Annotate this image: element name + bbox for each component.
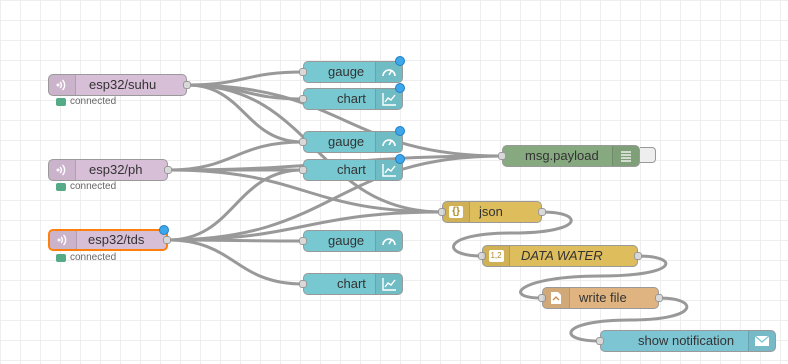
input-port[interactable]: [299, 68, 307, 76]
changed-indicator: [159, 225, 169, 235]
wifi-signal-icon: [50, 231, 77, 249]
wire: [167, 238, 304, 286]
gauge-node[interactable]: gauge: [299, 126, 405, 153]
chart-node[interactable]: chart: [299, 273, 403, 295]
write-file-node[interactable]: write file: [538, 287, 663, 309]
status-indicator: [56, 98, 66, 106]
node-label: write file: [579, 290, 627, 305]
status-indicator: [56, 254, 66, 262]
node-label: chart: [337, 162, 366, 177]
mqtt-in-node-esp32-tds[interactable]: esp32/tds: [48, 225, 171, 251]
json-node[interactable]: {} json: [438, 201, 546, 223]
status-indicator: [56, 183, 66, 191]
input-port[interactable]: [299, 237, 307, 245]
node-label: chart: [337, 276, 366, 291]
input-port[interactable]: [299, 166, 307, 174]
wifi-signal-icon: [49, 75, 76, 95]
changed-indicator: [395, 126, 405, 136]
input-port[interactable]: [438, 208, 446, 216]
output-port[interactable]: [538, 208, 546, 216]
input-port[interactable]: [596, 337, 604, 345]
gauge-icon: [375, 132, 402, 152]
wire: [167, 210, 443, 242]
gauge-node[interactable]: gauge: [299, 56, 405, 83]
input-port[interactable]: [498, 152, 506, 160]
change-node-data-water[interactable]: 1,2 DATA WATER: [478, 245, 642, 267]
node-status: connected: [56, 182, 116, 192]
wire: [186, 83, 304, 144]
changed-indicator: [395, 56, 405, 66]
input-port[interactable]: [299, 280, 307, 288]
debug-list-icon: [612, 146, 639, 166]
output-port[interactable]: [183, 81, 191, 89]
input-port[interactable]: [538, 294, 546, 302]
wire: [167, 168, 443, 214]
changed-indicator: [395, 83, 405, 93]
output-port[interactable]: [655, 294, 663, 302]
changed-indicator: [395, 154, 405, 164]
debug-node[interactable]: msg.payload: [498, 145, 640, 167]
envelope-icon: [748, 331, 775, 351]
node-label: DATA WATER: [521, 248, 603, 263]
node-label: esp32/suhu: [89, 77, 157, 92]
notification-node[interactable]: show notification: [596, 330, 776, 352]
node-label: gauge: [328, 64, 365, 79]
node-label: chart: [337, 91, 366, 106]
gauge-node[interactable]: gauge: [299, 230, 403, 252]
mqtt-in-node-esp32-suhu[interactable]: esp32/suhu: [48, 74, 191, 96]
wire: [569, 296, 689, 343]
node-label: esp32/tds: [88, 232, 145, 247]
node-label: show notification: [638, 333, 735, 348]
node-status: connected: [56, 97, 116, 107]
output-port[interactable]: [163, 236, 171, 244]
mqtt-in-node-esp32-ph[interactable]: esp32/ph: [48, 159, 172, 181]
input-port[interactable]: [478, 252, 486, 260]
wire: [452, 210, 573, 258]
output-port[interactable]: [634, 252, 642, 260]
node-status: connected: [56, 253, 116, 263]
line-chart-icon: [375, 274, 402, 294]
gauge-icon: [375, 62, 402, 82]
input-port[interactable]: [299, 95, 307, 103]
wire: [186, 83, 503, 158]
node-label: esp32/ph: [89, 162, 143, 177]
braces-icon: {}: [443, 202, 470, 222]
line-chart-icon: [375, 160, 402, 180]
node-label: json: [479, 204, 503, 219]
node-label: gauge: [328, 134, 365, 149]
wifi-signal-icon: [49, 160, 76, 180]
output-port[interactable]: [164, 166, 172, 174]
debug-toggle-button[interactable]: [640, 147, 656, 163]
node-label: msg.payload: [525, 148, 599, 163]
gauge-icon: [375, 231, 402, 251]
input-port[interactable]: [299, 138, 307, 146]
number-icon: 1,2: [483, 246, 510, 266]
wire: [519, 254, 668, 300]
wire: [167, 154, 503, 242]
node-label: gauge: [328, 233, 365, 248]
chart-node[interactable]: chart: [299, 154, 405, 181]
chart-node[interactable]: chart: [299, 83, 405, 110]
line-chart-icon: [375, 89, 402, 109]
wire: [167, 168, 304, 242]
file-icon: [543, 288, 570, 308]
wire: [186, 70, 304, 87]
